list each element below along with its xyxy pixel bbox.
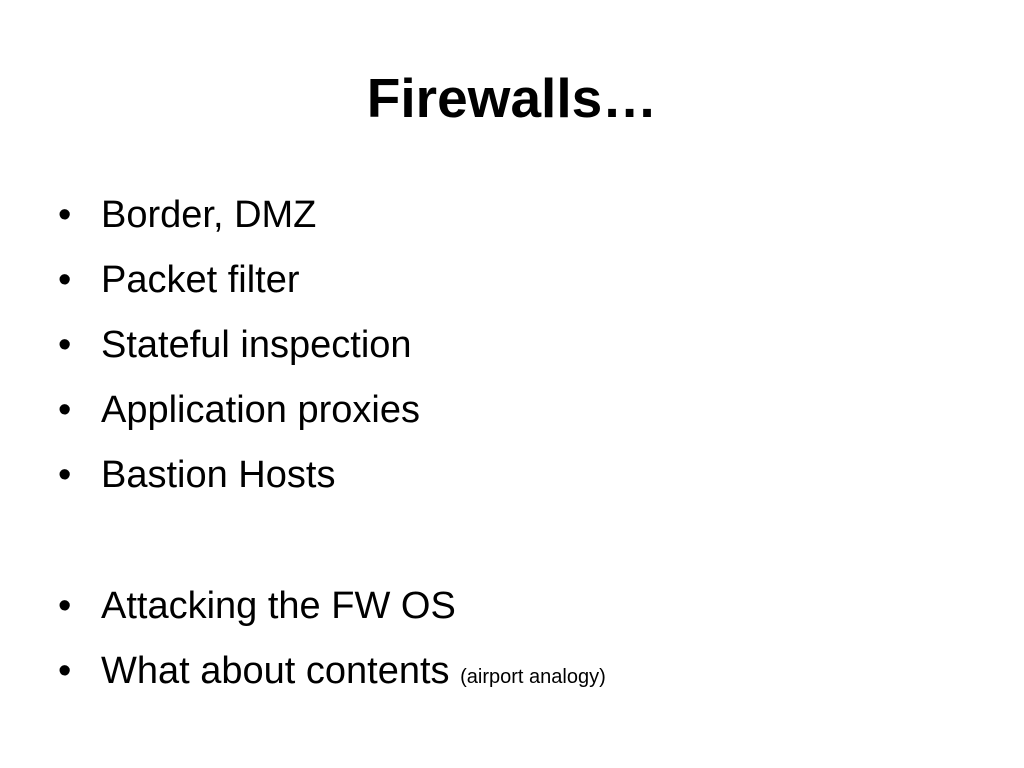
bullet-marker: • xyxy=(58,259,72,301)
bullet-marker: • xyxy=(58,389,72,431)
bullet-marker: • xyxy=(58,650,72,692)
bullet-text: Application proxies xyxy=(101,389,420,431)
bullet-text: Bastion Hosts xyxy=(101,454,336,496)
bullet-text: Packet filter xyxy=(101,259,300,301)
bullet-text: Border, DMZ xyxy=(101,194,317,236)
bullet-marker: • xyxy=(58,194,72,236)
bullet-text: Stateful inspection xyxy=(101,324,412,366)
bullet-text: Attacking the FW OS xyxy=(101,585,456,627)
bullet-text: What about contents xyxy=(101,650,450,692)
bullet-note: (airport analogy) xyxy=(460,666,606,688)
bullet-marker: • xyxy=(58,454,72,496)
bullet-text-with-note: What about contents (airport analogy) xyxy=(101,645,606,703)
bullet-marker: • xyxy=(58,324,72,366)
slide-title: Firewalls… xyxy=(366,67,658,129)
bullet-marker: • xyxy=(58,585,72,627)
